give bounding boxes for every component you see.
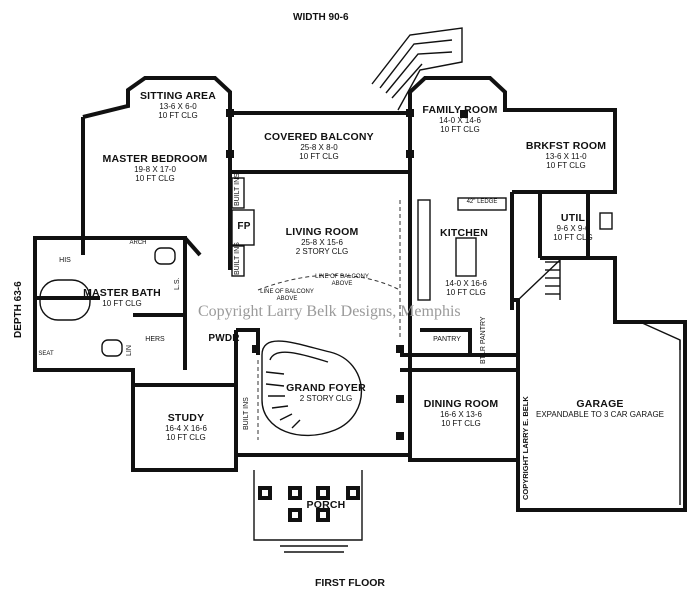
room-name: GARAGE xyxy=(576,398,624,410)
room-dining-room: DINING ROOM 16-6 X 13-6 10 FT CLG xyxy=(424,398,499,428)
room-study: STUDY 16-4 X 16-6 10 FT CLG xyxy=(165,412,207,442)
label-built-ins-upper: BUILT INS xyxy=(234,173,241,206)
room-ceiling: 10 FT CLG xyxy=(299,152,339,162)
copyright-vertical: COPYRIGHT LARRY E. BELK xyxy=(521,396,530,500)
label-his: HIS xyxy=(59,257,71,264)
label-balcony-left: LINE OF BALCONY ABOVE xyxy=(260,289,314,302)
room-name: GRAND FOYER xyxy=(286,382,366,394)
room-kitchen-detail: 14-0 X 16-6 10 FT CLG xyxy=(445,279,487,297)
label-balcony-right: LINE OF BALCONY ABOVE xyxy=(315,274,369,287)
room-dims: 16-4 X 16-6 xyxy=(165,424,207,434)
room-name: KITCHEN xyxy=(439,227,489,239)
room-dims: 14-0 X 16-6 xyxy=(445,279,487,288)
room-ceiling: 10 FT CLG xyxy=(553,233,593,243)
depth-dimension: DEPTH 63-6 xyxy=(13,281,24,338)
room-name: UTIL xyxy=(560,212,586,224)
label-built-ins-foyer: BUILT INS xyxy=(243,397,250,430)
label-pantry: PANTRY xyxy=(433,336,461,343)
room-dims: 25-8 X 8-0 xyxy=(300,143,338,153)
room-dims: 16-6 X 13-6 xyxy=(440,410,482,420)
room-name: LIVING ROOM xyxy=(285,226,359,238)
room-kitchen: KITCHEN xyxy=(440,227,488,239)
room-ceiling: 10 FT CLG xyxy=(102,299,142,309)
room-name: MASTER BEDROOM xyxy=(102,153,208,165)
columns xyxy=(226,109,468,440)
room-dims: 9-6 X 9-6 xyxy=(556,224,590,234)
room-name: FAMILY ROOM xyxy=(422,104,498,116)
room-ceiling: 10 FT CLG xyxy=(166,433,206,443)
exterior-stair xyxy=(371,27,463,111)
fixtures xyxy=(39,177,681,357)
porch-columns xyxy=(253,470,363,553)
room-garage: GARAGE EXPANDABLE TO 3 CAR GARAGE xyxy=(536,398,664,419)
label-fireplace: FP xyxy=(237,221,251,232)
grand-stair xyxy=(261,340,363,437)
room-name: MASTER BATH xyxy=(83,287,161,299)
room-ceiling: 10 FT CLG xyxy=(135,174,175,184)
balcony-lines xyxy=(257,200,401,440)
label-seat: SEAT xyxy=(38,351,54,357)
interior-walls xyxy=(35,113,615,460)
room-ceiling: 2 STORY CLG xyxy=(299,394,353,404)
room-dims: 14-0 X 14-6 xyxy=(439,116,481,126)
room-ceiling: 2 STORY CLG xyxy=(295,247,349,257)
room-util: UTIL 9-6 X 9-6 10 FT CLG xyxy=(553,212,592,242)
label-lin: LIN xyxy=(126,345,133,356)
watermark: Copyright Larry Belk Designs, Memphis xyxy=(198,303,461,320)
room-master-bedroom: MASTER BEDROOM 19-8 X 17-0 10 FT CLG xyxy=(103,153,208,183)
room-dims: 19-8 X 17-0 xyxy=(134,165,176,175)
room-name: BRKFST ROOM xyxy=(525,140,607,152)
label-built-ins-lower: BUILT INS xyxy=(234,242,241,275)
room-ceiling: 10 FT CLG xyxy=(440,125,480,135)
room-dims: 13-6 X 6-0 xyxy=(159,102,197,112)
label-btlr-pantry: BTLR PANTRY xyxy=(480,316,487,364)
room-living-room: LIVING ROOM 25-8 X 15-6 2 STORY CLG xyxy=(286,226,359,256)
label-ledge: 42" LEDGE xyxy=(466,199,498,205)
room-dims: 13-6 X 11-0 xyxy=(545,152,587,162)
room-name: COVERED BALCONY xyxy=(264,131,374,143)
room-brkfst-room: BRKFST ROOM 13-6 X 11-0 10 FT CLG xyxy=(526,140,606,170)
room-name: PORCH xyxy=(306,499,346,511)
room-name: STUDY xyxy=(167,412,205,424)
room-note: EXPANDABLE TO 3 CAR GARAGE xyxy=(535,410,665,420)
label-hers: HERS xyxy=(145,336,165,343)
room-family-room: FAMILY ROOM 14-0 X 14-6 10 FT CLG xyxy=(422,104,497,134)
room-ceiling: 10 FT CLG xyxy=(158,111,198,121)
label-pwdr: PWDR xyxy=(208,333,240,344)
room-name: DINING ROOM xyxy=(423,398,499,410)
room-covered-balcony: COVERED BALCONY 25-8 X 8-0 10 FT CLG xyxy=(264,131,374,161)
room-grand-foyer: GRAND FOYER 2 STORY CLG xyxy=(286,382,366,403)
width-dimension: WIDTH 90-6 xyxy=(293,12,349,23)
room-ceiling: 10 FT CLG xyxy=(446,288,486,298)
room-master-bath: MASTER BATH 10 FT CLG xyxy=(83,287,161,308)
room-ceiling: 10 FT CLG xyxy=(546,161,586,171)
label-arch: ARCH xyxy=(129,240,147,246)
room-ceiling: 10 FT CLG xyxy=(441,419,481,429)
label-ls: L.S. xyxy=(174,277,181,290)
room-sitting-area: SITTING AREA 13-6 X 6-0 10 FT CLG xyxy=(140,90,216,120)
floor-title: FIRST FLOOR xyxy=(315,577,385,589)
room-name: SITTING AREA xyxy=(139,90,217,102)
room-dims: 25-8 X 15-6 xyxy=(301,238,343,248)
room-porch: PORCH xyxy=(307,499,346,511)
